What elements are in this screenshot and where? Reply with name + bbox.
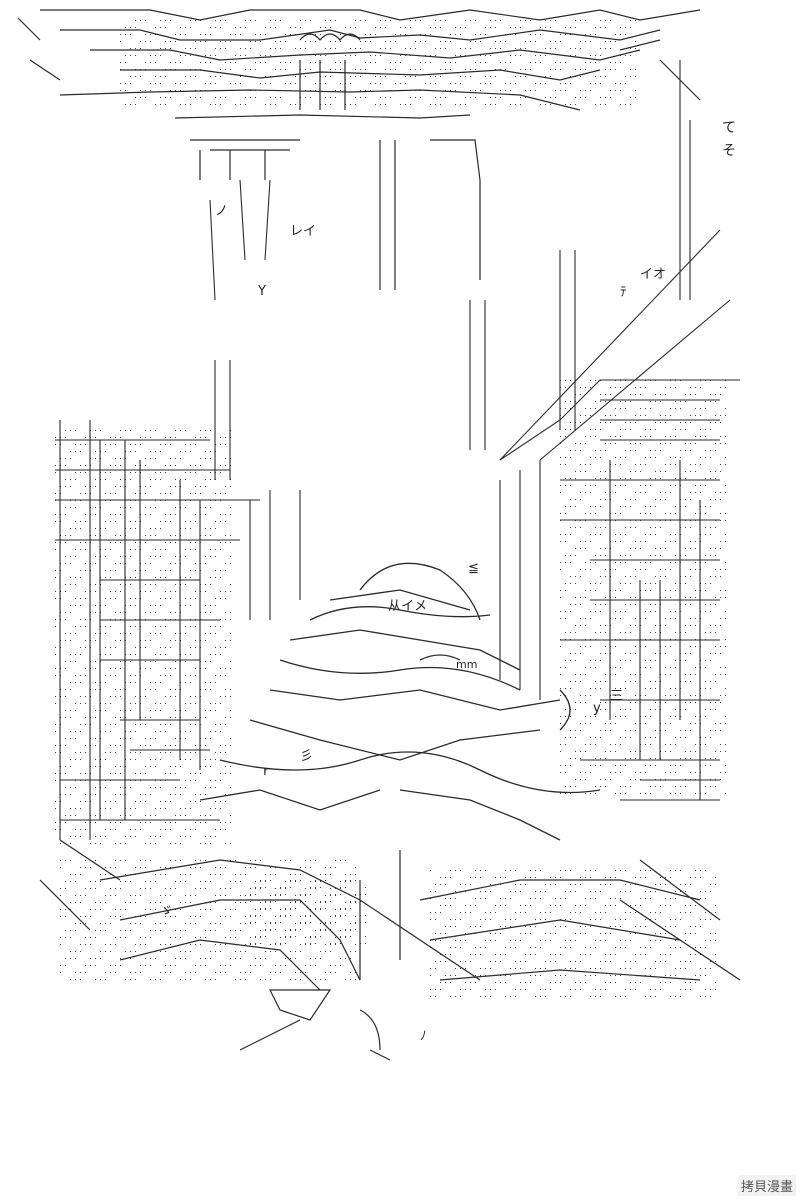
glyph-so: そ [722,143,736,159]
glyph-io: イオ [640,267,666,282]
glyph-y: Y [257,284,266,299]
glyph-mm: mm [456,658,477,671]
art-glyphs: て そ イオ ﾃ Y ノ レイ ≦ 从イメ mm 三 彡 ゞ ﾉ y ｒ [160,120,736,1044]
glyph-leq: ≦ [468,561,479,576]
glyph-san-hair: 彡 [300,749,313,764]
glyph-no-small: ﾉ [420,1029,427,1044]
glyph-shiime: 从イメ [388,599,427,614]
dotted-texture [55,20,726,997]
glyph-y-small: y [593,701,601,716]
glyph-no: ノ [215,204,228,219]
roof-arch [17,9,701,290]
glyph-san: 三 [610,689,623,704]
glyph-te: て [722,120,736,136]
central-figure [199,562,601,841]
glyph-r: ｒ [260,764,273,779]
glyph-zu: ゞ [160,904,173,919]
glyph-te-small: ﾃ [620,285,627,300]
left-structure [55,179,301,840]
right-drapes [469,60,740,720]
right-structure [499,460,720,801]
robe [39,839,741,1061]
watermark: 拷貝漫畫 [737,1175,796,1196]
glyph-rei: レイ [290,224,316,239]
